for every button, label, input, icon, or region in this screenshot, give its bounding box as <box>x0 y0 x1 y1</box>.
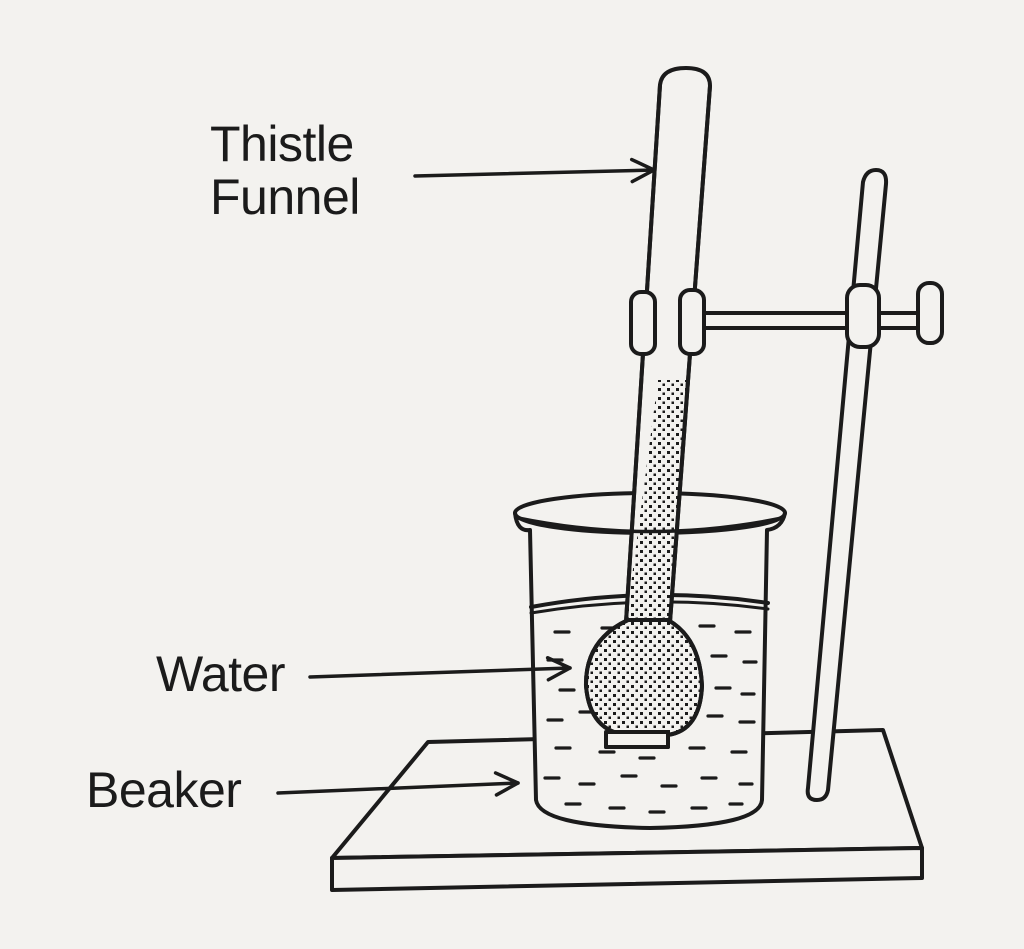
beaker-label: Beaker <box>86 762 242 818</box>
thistle-funnel-label-line-1: Thistle <box>210 116 354 172</box>
thistle-funnel-label: Thistle Funnel <box>210 118 360 223</box>
clamp-rod <box>698 311 927 330</box>
thistle-funnel-pointer <box>413 157 656 184</box>
beaker-body <box>513 511 787 830</box>
clamp-jaws <box>629 288 706 356</box>
water-pointer <box>308 656 572 682</box>
funnel-bulb <box>583 618 704 749</box>
boss-head <box>845 283 881 349</box>
clamp-screw-knob <box>916 281 944 345</box>
beaker-pointer <box>276 771 520 797</box>
thistle-funnel-label-line-2: Funnel <box>210 168 360 225</box>
stand-rod <box>805 168 889 802</box>
water-label: Water <box>156 646 286 702</box>
